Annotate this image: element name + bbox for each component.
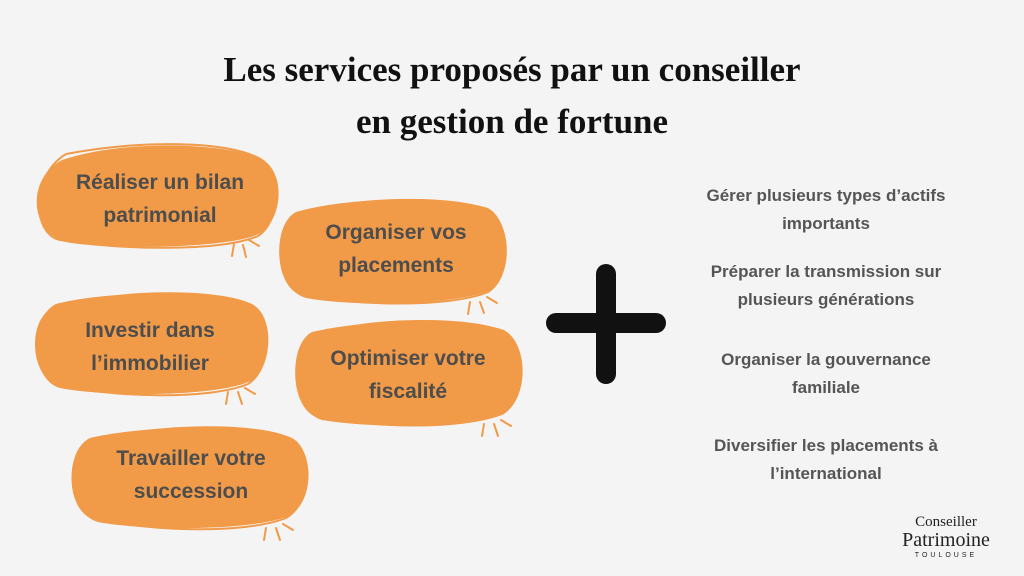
- additional-service-gouvernance-line-2: familiale: [791, 378, 861, 397]
- logo-line-1: Conseiller: [915, 514, 977, 530]
- service-fiscalite-line-2: fiscalité: [368, 380, 448, 403]
- service-succession-line-1: Travailler votre: [116, 447, 266, 470]
- plus-icon: [546, 264, 666, 384]
- blob-immobilier: [35, 292, 269, 405]
- service-fiscalite: Optimiser votre fiscalité: [298, 342, 518, 408]
- service-bilan-line-2: patrimonial: [103, 204, 217, 227]
- additional-service-transmission: Préparer la transmission sur plusieurs g…: [676, 258, 976, 314]
- additional-service-actifs-line-2: importants: [782, 214, 870, 233]
- additional-service-international-line-1: Diversifier les placements à: [714, 436, 938, 455]
- logo-line-3: TOULOUSE: [914, 552, 978, 559]
- logo-line-2: Patrimoine: [902, 529, 990, 551]
- title-line-1: Les services proposés par un conseiller: [223, 50, 801, 89]
- additional-service-actifs: Gérer plusieurs types d’actifs important…: [676, 182, 976, 238]
- blob-fiscalite: [295, 319, 523, 437]
- blob-succession: [71, 426, 309, 541]
- additional-service-actifs-line-1: Gérer plusieurs types d’actifs: [706, 186, 946, 205]
- service-placements-line-1: Organiser vos: [325, 221, 467, 244]
- service-bilan: Réaliser un bilan patrimonial: [50, 166, 270, 232]
- service-immobilier-line-1: Investir dans: [85, 319, 215, 342]
- blob-bilan: [36, 143, 279, 258]
- service-bilan-line-1: Réaliser un bilan: [75, 171, 245, 194]
- blob-placements: [279, 198, 507, 315]
- additional-service-transmission-line-2: plusieurs générations: [737, 290, 915, 309]
- service-fiscalite-line-1: Optimiser votre: [330, 347, 486, 370]
- page-title: Les services proposés par un conseiller …: [112, 44, 912, 148]
- additional-service-international: Diversifier les placements à l’internati…: [676, 432, 976, 488]
- title-line-2: en gestion de fortune: [355, 102, 669, 141]
- additional-service-gouvernance: Organiser la gouvernance familiale: [676, 346, 976, 402]
- service-immobilier-line-2: l’immobilier: [91, 352, 209, 375]
- brand-logo: Conseiller Patrimoine TOULOUSE: [886, 514, 1006, 561]
- service-immobilier: Investir dans l’immobilier: [40, 314, 260, 380]
- service-succession-line-2: succession: [133, 480, 249, 503]
- additional-service-international-line-2: l’international: [770, 464, 882, 483]
- service-placements-line-2: placements: [338, 254, 454, 277]
- service-succession: Travailler votre succession: [76, 442, 306, 508]
- additional-service-transmission-line-1: Préparer la transmission sur: [710, 262, 942, 281]
- service-placements: Organiser vos placements: [286, 216, 506, 282]
- additional-service-gouvernance-line-1: Organiser la gouvernance: [721, 350, 931, 369]
